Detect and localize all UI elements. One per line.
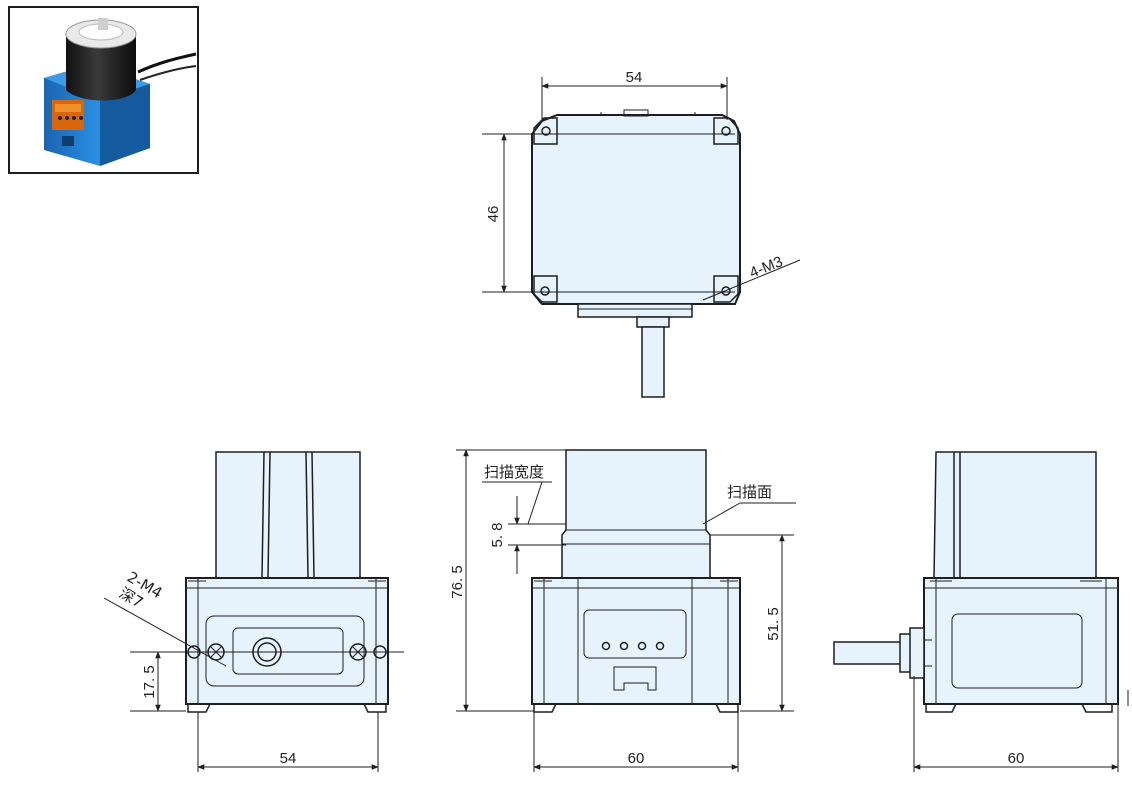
product-photo — [8, 6, 199, 174]
scan-plane-height-dimension: 51. 5 — [765, 607, 782, 640]
scan-plane-label: 扫描面 — [727, 483, 772, 501]
mount-hole-bl — [533, 275, 558, 303]
top-view: 54 46 4-M3 — [482, 69, 801, 398]
front-width-dimension: 60 — [628, 750, 645, 767]
left-view: 2-M4 深7 17. 5 54 — [103, 451, 404, 772]
mount-hole-br — [713, 275, 739, 303]
top-width-dimension: 54 — [626, 69, 643, 86]
right-width-dimension: 60 — [1008, 750, 1025, 767]
total-height-dimension: 76. 5 — [449, 565, 466, 598]
left-height-dimension: 17. 5 — [141, 665, 158, 698]
top-height-dimension: 46 — [485, 206, 502, 223]
left-width-dimension: 54 — [280, 750, 297, 767]
mount-hole-tl — [533, 117, 558, 145]
laser-scanner-photo-icon — [44, 18, 197, 166]
front-view: 76. 5 5. 8 扫描宽度 扫描面 51. 5 60 — [449, 449, 796, 772]
mount-hole-tr — [713, 117, 739, 145]
scan-width-label: 扫描宽度 — [484, 463, 544, 481]
scan-offset-dimension: 5. 8 — [489, 522, 506, 547]
thread-callout-4m3: 4-M3 — [747, 253, 785, 282]
right-view: 60 — [833, 451, 1129, 772]
